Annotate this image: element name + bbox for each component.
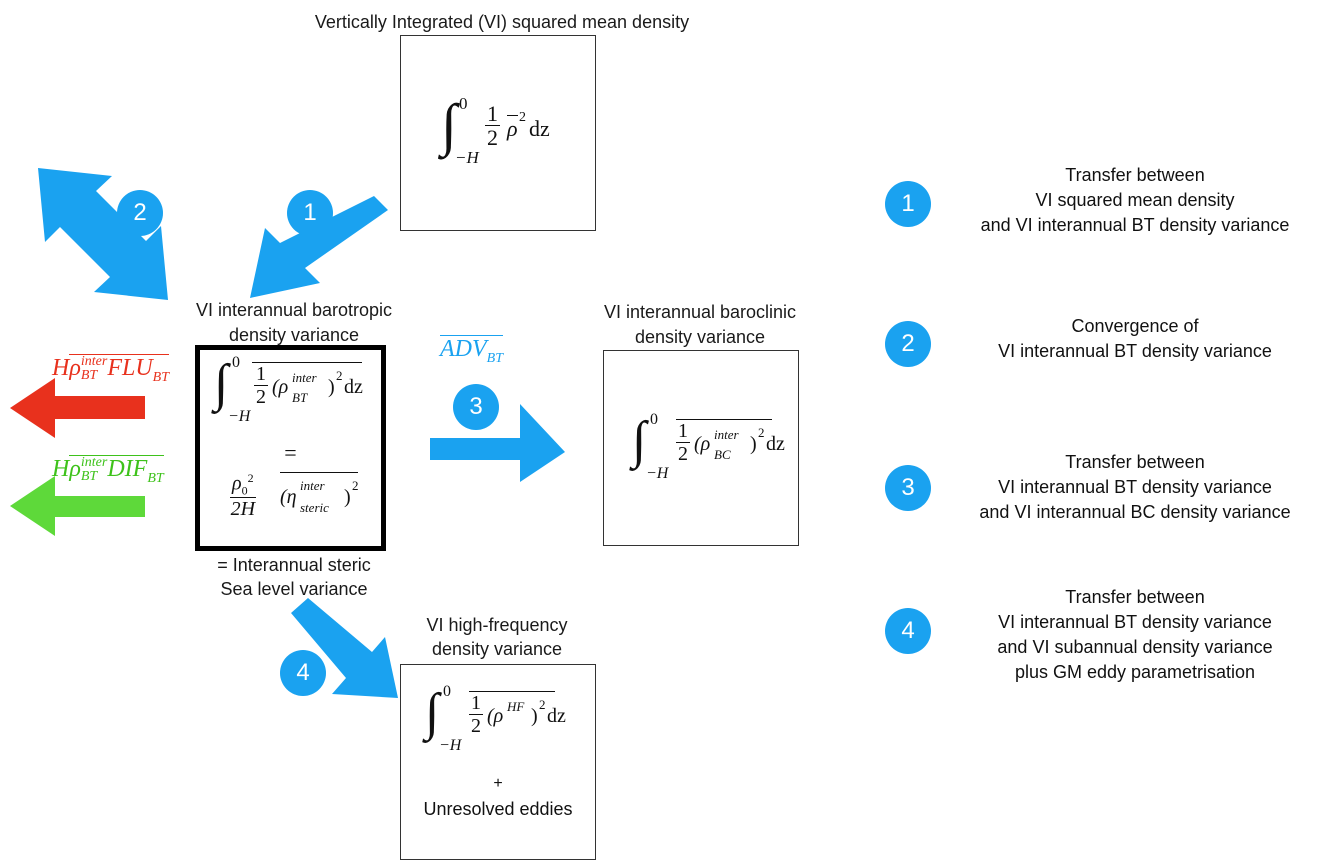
legend-badge-1: 1 [885,181,931,227]
top-box: ∫ 0 −H 1 2 ρ 2 dz [400,35,596,231]
right-box-formula: ∫ 0 −H 1 2 (ρ inter BC ) 2 dz [632,411,785,482]
badge-4: 4 [280,650,326,696]
top-box-title: Vertically Integrated (VI) squared mean … [314,12,690,32]
bottom-box-extra: Unresolved eddies [423,799,573,819]
adv-bt-label: ADVBT [440,335,503,366]
legend-text-2: Convergence of VI interannual BT density… [998,316,1272,361]
right-box: ∫ 0 −H 1 2 (ρ inter BC ) 2 dz [603,350,799,546]
arrow-1 [250,196,388,298]
right-box-title-2: density variance [634,327,766,347]
legend-badge-3: 3 [885,465,931,511]
legend-text-3: Transfer between VI interannual BT densi… [979,452,1291,522]
center-box-title-2: density variance [228,325,360,345]
center-box: ∫ 0 −H 1 2 (ρ inter BT ) 2 dz = ρ02 2H (… [195,345,386,551]
arrow-dif-green [10,476,145,536]
arrow-4 [291,598,398,698]
bottom-box-formula: ∫ 0 −H 1 2 (ρ HF ) 2 dz [425,683,566,754]
arrow-3 [430,404,565,482]
center-box-title-1: VI interannual barotropic [195,300,393,320]
top-box-formula: ∫ 0 −H 1 2 ρ 2 dz [441,92,550,167]
center-box-formula-top: ∫ 0 −H 1 2 (ρ inter BT ) 2 dz [214,354,363,425]
bottom-box-title-1: VI high-frequency [426,615,568,635]
center-box-caption-2: Sea level variance [220,579,368,599]
legend-badge-4: 4 [885,608,931,654]
bottom-box: ∫ 0 −H 1 2 (ρ HF ) 2 dz + Unresolved edd… [400,664,596,860]
legend-text-4: Transfer between VI interannual BT densi… [997,587,1273,682]
right-box-title-1: VI interannual baroclinic [603,302,797,322]
bottom-box-title-2: density variance [431,639,563,659]
bottom-box-plus: + [493,775,503,792]
badge-1: 1 [287,190,333,236]
center-box-equals: = [284,440,297,465]
badge-3: 3 [453,384,499,430]
badge-2: 2 [117,190,163,236]
legend-badge-2: 2 [885,321,931,367]
arrow-flu-red [10,378,145,438]
center-box-caption-1: = Interannual steric [217,555,371,575]
legend-text-1: Transfer between VI squared mean density… [980,165,1290,235]
center-box-formula-bottom: ρ02 2H (η inter steric ) 2 [230,471,359,521]
arrow-2 [38,168,168,300]
